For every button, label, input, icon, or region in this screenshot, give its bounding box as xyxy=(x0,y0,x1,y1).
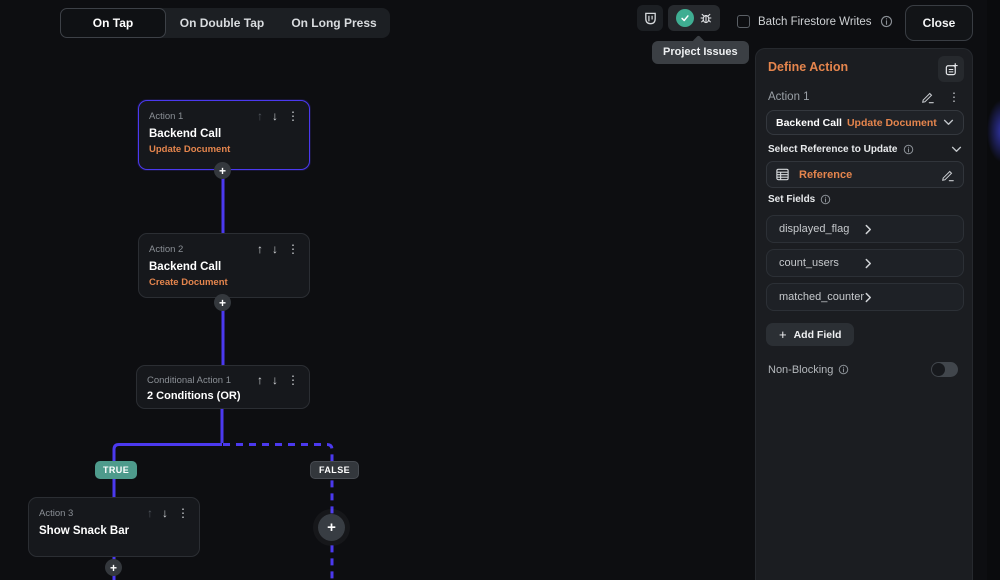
add-field-label: Add Field xyxy=(793,328,842,341)
action-1-header-row: Action 1 ⋮ xyxy=(768,90,960,104)
more-options-icon[interactable]: ⋮ xyxy=(177,506,189,520)
right-edge-strip xyxy=(987,0,1000,580)
node-label: Action 3 xyxy=(39,507,74,519)
batch-firestore-writes-checkbox[interactable] xyxy=(737,15,750,28)
add-action-plus-button[interactable]: + xyxy=(105,559,122,576)
add-action-plus-button[interactable]: + xyxy=(214,162,231,179)
collapse-section-chevron-icon[interactable] xyxy=(951,146,962,153)
node-label: Action 1 xyxy=(149,110,184,122)
tab-on-long-press[interactable]: On Long Press xyxy=(291,16,377,30)
project-issues-tooltip: Project Issues xyxy=(652,41,749,64)
chevron-right-icon xyxy=(865,258,951,269)
tab-on-double-tap[interactable]: On Double Tap xyxy=(179,16,265,30)
false-branch-badge: FALSE xyxy=(310,461,360,479)
issues-check-icon[interactable] xyxy=(675,9,694,27)
move-up-icon[interactable]: ↑ xyxy=(257,242,263,256)
field-name: count_users xyxy=(779,257,839,269)
batch-firestore-writes-row: Batch Firestore Writes xyxy=(737,15,893,28)
toggle-knob xyxy=(932,363,945,376)
non-blocking-info-icon[interactable] xyxy=(838,364,849,375)
select-reference-info-icon[interactable] xyxy=(903,144,914,155)
define-action-panel: Define Action Action 1 ⋮ Backend Call Up… xyxy=(755,48,973,580)
add-false-branch-action-button[interactable]: + xyxy=(318,514,345,541)
close-button-label: Close xyxy=(922,16,956,30)
copy-add-icon xyxy=(944,62,959,77)
panel-title: Define Action xyxy=(768,60,849,74)
set-fields-info-icon[interactable] xyxy=(820,194,831,205)
action-type-dropdown[interactable]: Backend Call Update Document xyxy=(766,110,964,135)
batch-info-icon[interactable] xyxy=(880,15,893,28)
copy-actions-button[interactable] xyxy=(938,56,964,82)
chevron-down-icon xyxy=(943,119,954,126)
field-row-matched-counter[interactable]: matched_counter xyxy=(766,283,964,311)
plus-icon: + xyxy=(779,327,787,342)
node-title: 2 Conditions (OR) xyxy=(147,390,241,402)
node-title: Backend Call xyxy=(149,128,222,140)
flow-node-conditional-1[interactable]: Conditional Action 1 ↑ ↓ ⋮ 2 Conditions … xyxy=(136,365,310,409)
node-subtitle: Update Document xyxy=(149,144,231,155)
move-down-icon[interactable]: ↓ xyxy=(272,373,278,387)
reference-field[interactable]: Reference xyxy=(766,161,964,188)
select-reference-section-header: Select Reference to Update xyxy=(768,144,962,155)
project-issues-pill xyxy=(668,5,720,31)
field-row-displayed-flag[interactable]: displayed_flag xyxy=(766,215,964,243)
chevron-right-icon xyxy=(865,224,951,235)
action-flow-editor-button[interactable] xyxy=(637,5,663,31)
set-fields-label: Set Fields xyxy=(768,194,816,205)
action-subtype-value: Update Document xyxy=(846,116,937,129)
non-blocking-toggle[interactable] xyxy=(931,362,958,377)
batch-firestore-writes-label: Batch Firestore Writes xyxy=(758,15,872,28)
set-fields-section-header: Set Fields xyxy=(768,194,831,205)
flow-node-action-3[interactable]: Action 3 ↑ ↓ ⋮ Show Snack Bar xyxy=(28,497,200,557)
action-flow-icon xyxy=(643,11,658,26)
field-name: displayed_flag xyxy=(779,223,850,235)
more-options-icon[interactable]: ⋮ xyxy=(287,242,299,256)
chevron-right-icon xyxy=(865,292,951,303)
debug-bug-icon[interactable] xyxy=(699,11,713,25)
trigger-tab-bar: On Tap On Double Tap On Long Press xyxy=(60,8,390,38)
true-branch-badge: TRUE xyxy=(95,461,138,479)
tab-on-tap[interactable]: On Tap xyxy=(60,8,166,38)
action-more-options-icon[interactable]: ⋮ xyxy=(948,90,960,104)
more-options-icon[interactable]: ⋮ xyxy=(287,373,299,387)
rename-action-icon[interactable] xyxy=(921,90,935,104)
add-field-button[interactable]: + Add Field xyxy=(766,323,855,346)
node-label: Conditional Action 1 xyxy=(147,374,231,386)
move-up-icon[interactable]: ↑ xyxy=(257,373,263,387)
select-reference-label: Select Reference to Update xyxy=(768,144,898,155)
field-row-count-users[interactable]: count_users xyxy=(766,249,964,277)
edit-reference-icon[interactable] xyxy=(941,168,955,182)
action-type-value: Backend Call xyxy=(776,116,842,129)
more-options-icon[interactable]: ⋮ xyxy=(287,109,299,123)
move-down-icon[interactable]: ↓ xyxy=(272,109,278,123)
node-title: Show Snack Bar xyxy=(39,525,130,537)
node-subtitle: Create Document xyxy=(149,277,228,288)
move-down-icon[interactable]: ↓ xyxy=(272,242,278,256)
flow-node-action-1[interactable]: Action 1 ↑ ↓ ⋮ Backend Call Update Docum… xyxy=(138,100,310,170)
node-title: Backend Call xyxy=(149,261,222,273)
reference-value: Reference xyxy=(799,168,853,181)
move-up-icon[interactable]: ↑ xyxy=(147,506,153,520)
move-down-icon[interactable]: ↓ xyxy=(162,506,168,520)
field-name: matched_counter xyxy=(779,291,864,303)
table-icon xyxy=(775,167,790,182)
flow-node-action-2[interactable]: Action 2 ↑ ↓ ⋮ Backend Call Create Docum… xyxy=(138,233,310,298)
close-button[interactable]: Close xyxy=(905,5,973,41)
node-label: Action 2 xyxy=(149,243,184,255)
non-blocking-label: Non-Blocking xyxy=(768,363,834,376)
action-number-label: Action 1 xyxy=(768,91,810,103)
right-edge-glow xyxy=(987,100,1000,162)
non-blocking-row: Non-Blocking xyxy=(768,362,958,377)
add-action-plus-button[interactable]: + xyxy=(214,294,231,311)
move-up-icon[interactable]: ↑ xyxy=(257,109,263,123)
